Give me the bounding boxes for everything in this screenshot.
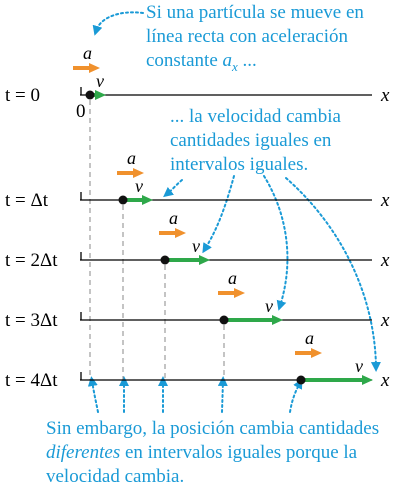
top-caption-sub: x bbox=[231, 59, 238, 74]
top-caption-var: a bbox=[223, 50, 233, 71]
middle-caption-line-3: intervalos iguales. bbox=[170, 154, 308, 175]
callout-arrow-v4 bbox=[285, 177, 381, 372]
velocity-arrow-head bbox=[272, 315, 283, 325]
acceleration-arrow-head bbox=[175, 228, 186, 238]
acceleration-arrow-head bbox=[311, 348, 322, 358]
time-label: t = Δt bbox=[5, 190, 49, 211]
particle bbox=[85, 90, 95, 100]
particle bbox=[118, 195, 128, 205]
middle-caption: ... la velocidad cambia cantidades igual… bbox=[170, 106, 341, 175]
bottom-caption-line-3: velocidad cambia. bbox=[46, 466, 184, 487]
acceleration-arrow-head bbox=[234, 288, 245, 298]
x-axis-label: x bbox=[380, 370, 390, 391]
callout-arrow-v3 bbox=[263, 175, 289, 311]
acceleration-arrow-head bbox=[89, 63, 100, 73]
callout-arrow-v2 bbox=[202, 175, 235, 254]
particle bbox=[296, 375, 306, 385]
bottom-caption-line-1: Sin embargo, la posición cambia cantidad… bbox=[46, 418, 379, 439]
callout-arrow-accel bbox=[92, 11, 144, 36]
acceleration-label: a bbox=[305, 328, 314, 348]
velocity-label: v bbox=[192, 236, 200, 256]
middle-caption-line-1: ... la velocidad cambia bbox=[170, 106, 341, 127]
callout-arrow-v1 bbox=[163, 179, 183, 198]
row-2: t = 2Δt x va bbox=[5, 208, 390, 271]
acceleration-label: a bbox=[169, 208, 178, 228]
callout-arrow-x0 bbox=[87, 376, 99, 413]
particle bbox=[160, 255, 170, 265]
acceleration-label: a bbox=[83, 43, 92, 63]
top-caption-suffix: ... bbox=[238, 50, 257, 71]
time-label: t = 4Δt bbox=[5, 370, 58, 391]
x-axis-label: x bbox=[380, 85, 390, 106]
time-label: t = 3Δt bbox=[5, 310, 58, 331]
callout-arrows bbox=[87, 11, 381, 413]
velocity-arrow-head bbox=[142, 195, 153, 205]
acceleration-label: a bbox=[127, 148, 136, 168]
time-label: t = 2Δt bbox=[5, 250, 58, 271]
callout-arrow-x3 bbox=[217, 376, 228, 413]
top-caption-line-3: constante ax ... bbox=[146, 50, 257, 74]
x-axis-label: x bbox=[380, 310, 390, 331]
velocity-arrow-head bbox=[199, 255, 210, 265]
velocity-arrow-head bbox=[95, 90, 106, 100]
top-caption-line-2: línea recta con aceleración bbox=[146, 26, 348, 47]
top-caption-line-1: Si una partícula se mueve en bbox=[146, 2, 364, 23]
velocity-label: v bbox=[96, 71, 104, 91]
bottom-caption: Sin embargo, la posición cambia cantidad… bbox=[46, 418, 379, 487]
middle-caption-line-2: cantidades iguales en bbox=[170, 130, 332, 151]
acceleration-arrow-head bbox=[133, 168, 144, 178]
top-caption-prefix: constante bbox=[146, 50, 223, 71]
row-1: t = Δt x va bbox=[5, 148, 390, 211]
velocity-label: v bbox=[135, 176, 143, 196]
callout-arrow-x4 bbox=[289, 378, 303, 413]
velocity-arrow-head bbox=[362, 375, 373, 385]
row-3: t = 3Δt x v a bbox=[5, 268, 390, 331]
time-label: t = 0 bbox=[5, 85, 40, 106]
bottom-caption-rest: en intervalos iguales porque la bbox=[120, 442, 357, 463]
x-axis-label: x bbox=[380, 250, 390, 271]
velocity-label: v bbox=[265, 296, 273, 316]
bottom-caption-italic: diferentes bbox=[46, 442, 120, 463]
bottom-caption-line-2: diferentes en intervalos iguales porque … bbox=[46, 442, 358, 463]
top-caption: Si una partícula se mueve en línea recta… bbox=[146, 2, 364, 74]
acceleration-label: a bbox=[228, 268, 237, 288]
origin-label: 0 bbox=[76, 101, 86, 122]
particle bbox=[219, 315, 229, 325]
velocity-label: v bbox=[355, 356, 363, 376]
row-4: t = 4Δt xv a bbox=[5, 328, 390, 391]
x-axis-label: x bbox=[380, 190, 390, 211]
